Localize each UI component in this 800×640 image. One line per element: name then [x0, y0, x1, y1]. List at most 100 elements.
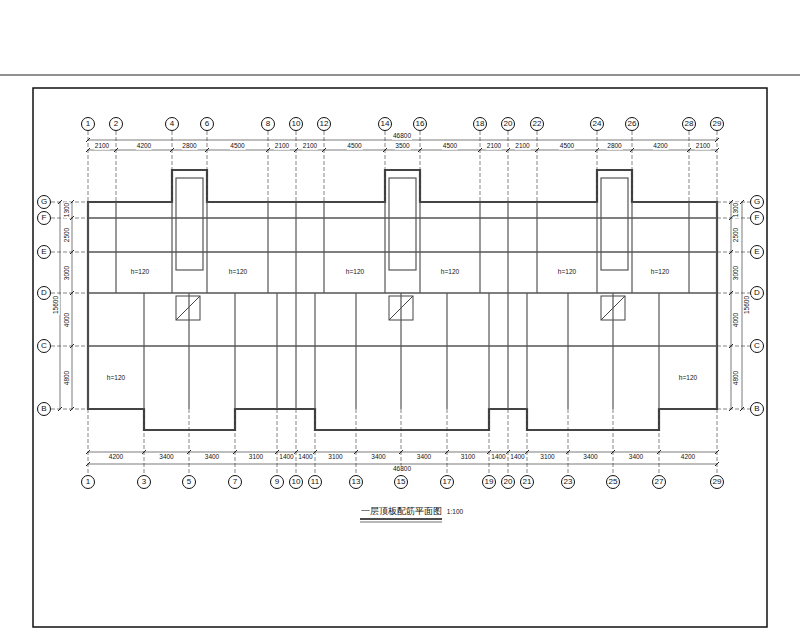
wall-line	[88, 217, 717, 218]
dimension-tick	[399, 450, 403, 454]
grid-bubble: 18	[473, 117, 487, 131]
slab-thickness: h=120	[130, 269, 150, 276]
grid-number: 23	[564, 478, 573, 486]
wall-line	[488, 293, 489, 409]
dimension-line	[742, 202, 743, 409]
grid-bubble: 27	[652, 475, 666, 489]
wall-line	[88, 292, 717, 293]
wall-line	[507, 202, 508, 293]
wall-line	[143, 293, 144, 409]
dimension-tick	[715, 148, 719, 152]
dimension-tick	[58, 200, 62, 204]
grid-bubble: 1	[81, 475, 95, 489]
dimension-text: 1400	[509, 454, 525, 461]
grid-line	[527, 409, 528, 475]
grid-bubble: E	[750, 245, 764, 259]
drawing-frame	[33, 88, 767, 627]
grid-bubble: 9	[270, 475, 284, 489]
grid-number: B	[41, 405, 46, 413]
dimension-tick	[657, 450, 661, 454]
grid-line	[315, 409, 316, 475]
dimension-tick	[611, 450, 615, 454]
wall-line	[171, 202, 172, 293]
grid-number: 2	[114, 120, 118, 128]
grid-number: 11	[311, 478, 319, 486]
dimension-line	[60, 202, 61, 409]
wall-line	[612, 293, 613, 409]
grid-number: 10	[292, 478, 301, 486]
grid-bubble: 2	[109, 117, 123, 131]
wall-line	[658, 293, 659, 409]
grid-number: E	[41, 248, 46, 256]
grid-bubble: 29	[710, 475, 724, 489]
grid-bubble: 1	[81, 117, 95, 131]
grid-number: 19	[485, 478, 494, 486]
sheet-edge	[0, 75, 800, 76]
dimension-text: 3100	[460, 454, 476, 461]
grid-number: 25	[609, 478, 618, 486]
grid-number: 28	[685, 120, 694, 128]
grid-bubble: F	[750, 211, 764, 225]
grid-line	[489, 409, 490, 475]
dimension-tick	[383, 148, 387, 152]
dimension-tick	[170, 148, 174, 152]
grid-line	[689, 131, 690, 202]
wall-line	[596, 202, 597, 293]
grid-bubble: G	[37, 195, 51, 209]
dimension-text: 2500	[64, 227, 71, 243]
grid-number: 13	[352, 478, 361, 486]
dimension-tick	[70, 344, 74, 348]
wall-line	[295, 202, 296, 293]
grid-number: E	[754, 248, 759, 256]
dimension-text: 4000	[64, 311, 71, 327]
grid-number: 20	[504, 120, 513, 128]
dimension-text: 4000	[733, 311, 740, 327]
wall-line	[716, 202, 717, 293]
dimension-text: 1400	[278, 454, 294, 461]
dimension-text: 2100	[486, 143, 502, 150]
grid-line	[717, 409, 718, 475]
wall-line	[446, 293, 447, 409]
dimension-tick	[729, 291, 733, 295]
building-outline	[88, 170, 717, 430]
slab-thickness: h=120	[440, 269, 460, 276]
dimension-tick	[294, 148, 298, 152]
slab-thickness: h=120	[106, 375, 126, 382]
wall-line	[314, 293, 315, 409]
grid-bubble: 20	[501, 475, 515, 489]
dimension-tick	[595, 148, 599, 152]
grid-line	[268, 131, 269, 202]
slab-thickness: h=120	[650, 269, 670, 276]
grid-bubble: 12	[317, 117, 331, 131]
dimension-text: 3400	[370, 454, 386, 461]
grid-line	[508, 131, 509, 202]
grid-bubble: E	[37, 245, 51, 259]
grid-number: D	[754, 289, 760, 297]
dimension-tick	[70, 407, 74, 411]
grid-line	[88, 409, 89, 475]
grid-line	[207, 131, 208, 202]
grid-line	[51, 346, 88, 347]
dimension-tick	[354, 450, 358, 454]
grid-line	[659, 409, 660, 475]
wall-line	[115, 202, 116, 293]
grid-bubble: 20	[501, 117, 515, 131]
grid-number: 20	[504, 478, 513, 486]
wall-line	[87, 202, 88, 293]
dimension-text: 1300	[64, 202, 71, 218]
slab-thickness: h=120	[345, 269, 365, 276]
grid-bubble: 29	[710, 117, 724, 131]
grid-bubble: C	[750, 339, 764, 353]
dimension-tick	[187, 450, 191, 454]
dimension-text: 3100	[327, 454, 343, 461]
dimension-tick	[715, 462, 719, 466]
grid-bubble: 7	[228, 475, 242, 489]
dimension-text: 2100	[274, 143, 290, 150]
grid-number: 1	[86, 478, 90, 486]
grid-bubble: 4	[165, 117, 179, 131]
dimension-text: 2800	[606, 143, 622, 150]
grid-number: C	[41, 342, 47, 350]
grid-bubble: 21	[520, 475, 534, 489]
dimension-text: 1400	[490, 454, 506, 461]
